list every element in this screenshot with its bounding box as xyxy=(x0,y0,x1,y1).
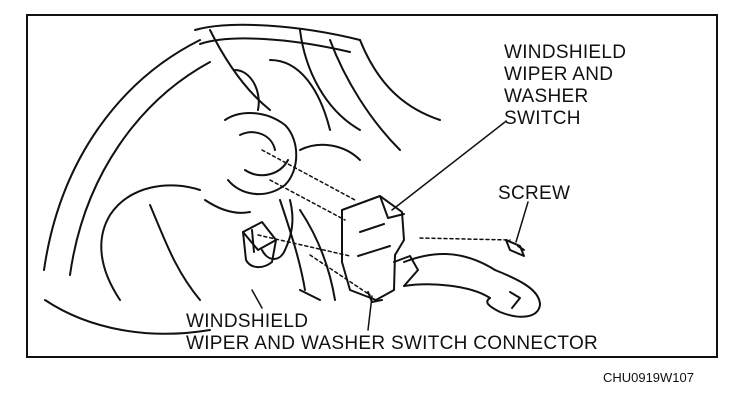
switch-connector-label: WINDSHIELD WIPER AND WASHER SWITCH CONNE… xyxy=(186,311,598,355)
switch-label-line: WASHER xyxy=(504,86,589,107)
screw-drawing xyxy=(505,239,525,257)
connector-label-line: WIPER AND WASHER SWITCH CONNECTOR xyxy=(186,333,599,354)
dashboard-drawing xyxy=(194,23,441,161)
alignment-lines xyxy=(257,149,511,296)
leader-lines xyxy=(251,121,529,331)
screw-label: SCREW xyxy=(498,183,571,204)
switch-label-line: WIPER AND xyxy=(504,64,614,85)
steering-wheel-drawing xyxy=(43,39,211,335)
figure-code: CHU0919W107 xyxy=(602,370,694,385)
switch-body-drawing xyxy=(341,195,419,303)
switch-label-line: SWITCH xyxy=(504,108,581,129)
windshield-wiper-washer-switch-label: WINDSHIELD WIPER AND WASHER SWITCH xyxy=(504,42,626,130)
connector-drawing xyxy=(242,199,294,268)
steering-column-drawing xyxy=(204,112,336,301)
switch-label-line: WINDSHIELD xyxy=(504,42,627,63)
lever-drawing xyxy=(403,253,541,318)
connector-label-line: WINDSHIELD xyxy=(186,311,309,332)
